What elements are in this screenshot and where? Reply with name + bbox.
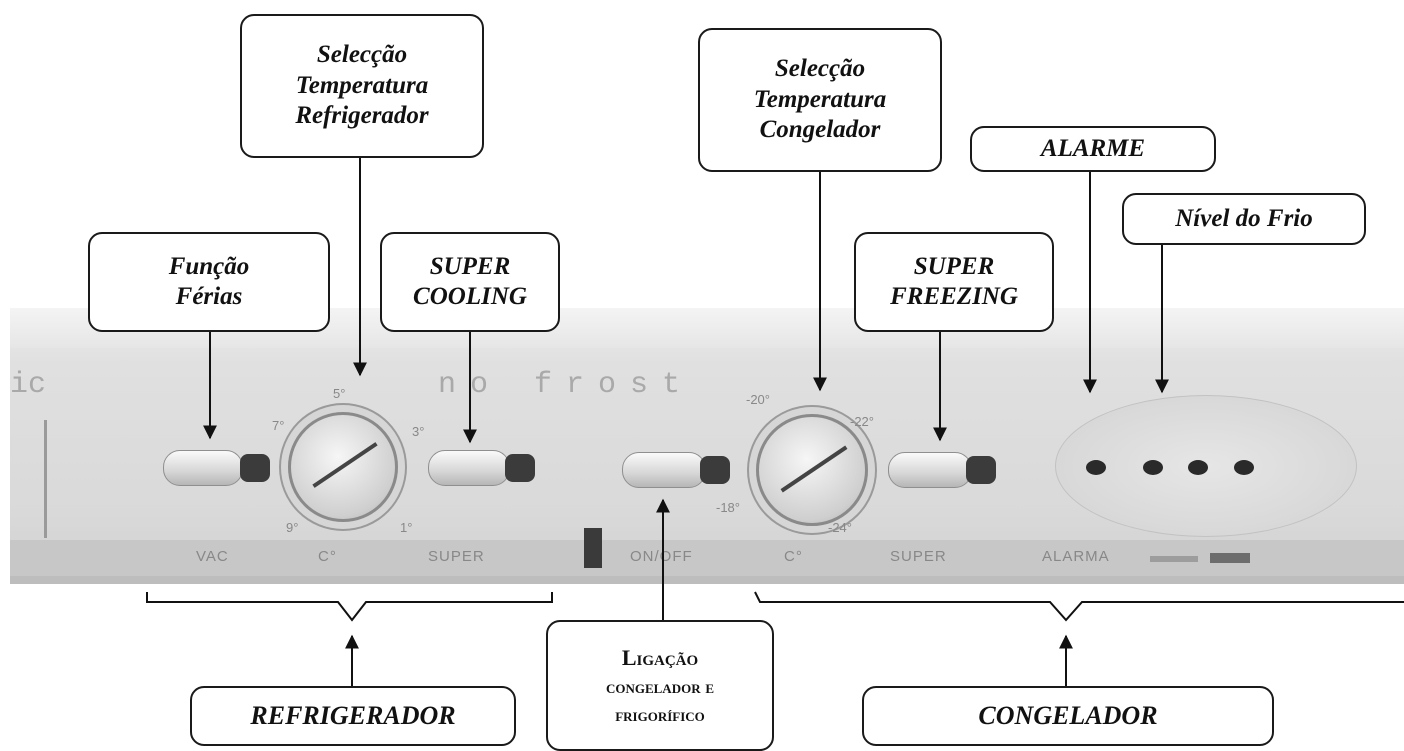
bracket-congelador bbox=[754, 591, 1404, 622]
callout-ligacao-line3: frigorífico bbox=[615, 705, 705, 726]
brand-fragment: ic bbox=[10, 368, 47, 402]
label-alarm: ALARMA bbox=[1042, 548, 1110, 565]
callout-alarme-text: ALARME bbox=[1040, 134, 1146, 162]
onoff-button-end bbox=[700, 456, 730, 484]
callout-super-cooling-line2: COOLING bbox=[413, 283, 527, 310]
alarm-led bbox=[1086, 460, 1106, 475]
callout-ferias-line1: Função bbox=[168, 252, 250, 280]
label-onoff: ON/OFF bbox=[630, 548, 693, 565]
label-super-freezer: SUPER bbox=[890, 548, 947, 565]
callout-temp-fridge: Selecção Temperatura Refrigerador bbox=[240, 14, 484, 158]
bracket-refrigerador bbox=[146, 592, 553, 622]
label-super-fridge: SUPER bbox=[428, 548, 485, 565]
fridge-dial-mark-bottom-right: 1° bbox=[400, 520, 413, 535]
super-cooling-button[interactable] bbox=[428, 450, 510, 486]
callout-temp-freezer: Selecção Temperatura Congelador bbox=[698, 28, 942, 172]
callout-temp-freezer-line1: Selecção bbox=[774, 55, 866, 83]
callout-temp-fridge-line3: Refrigerador bbox=[295, 102, 429, 130]
callout-congelador: CONGELADOR bbox=[862, 686, 1274, 746]
callout-alarme: ALARME bbox=[970, 126, 1216, 172]
fridge-dial-mark-left: 7° bbox=[272, 418, 285, 433]
cold-level-led-1 bbox=[1143, 460, 1163, 475]
callout-temp-freezer-line3: Congelador bbox=[759, 116, 881, 144]
power-indicator bbox=[584, 528, 602, 568]
callout-refrigerador: REFRIGERADOR bbox=[190, 686, 516, 746]
fridge-dial-mark-right: 3° bbox=[412, 424, 425, 439]
fridge-dial-mark-bottom-left: 9° bbox=[286, 520, 299, 535]
callout-refrigerador-text: REFRIGERADOR bbox=[250, 701, 456, 731]
callout-congelador-text: CONGELADOR bbox=[978, 701, 1158, 731]
callout-super-cooling-line1: SUPER bbox=[429, 252, 511, 280]
ferias-button-end bbox=[240, 454, 270, 482]
label-temp-fridge: C° bbox=[318, 548, 337, 565]
onoff-button[interactable] bbox=[622, 452, 706, 488]
callout-super-freezing-line2: FREEZING bbox=[890, 283, 1018, 310]
label-temp-freezer: C° bbox=[784, 548, 803, 565]
freezer-dial-mark-top-left: -20° bbox=[746, 392, 770, 407]
super-cooling-button-end bbox=[505, 454, 535, 482]
cold-level-led-3 bbox=[1234, 460, 1254, 475]
level-scale-b bbox=[1210, 553, 1250, 563]
ferias-button[interactable] bbox=[163, 450, 243, 486]
label-vac: VAC bbox=[196, 548, 229, 565]
super-freezing-button-end bbox=[966, 456, 996, 484]
callout-ligacao-line2: congelador e bbox=[605, 676, 715, 698]
freezer-dial-mark-right: -22° bbox=[850, 414, 874, 429]
cold-level-led-2 bbox=[1188, 460, 1208, 475]
panel-divider bbox=[44, 420, 47, 538]
callout-super-cooling: SUPER COOLING bbox=[380, 232, 560, 332]
callout-temp-freezer-line2: Temperatura bbox=[753, 85, 887, 113]
fridge-temp-dial[interactable] bbox=[288, 412, 398, 522]
callout-ligacao: Ligação congelador e frigorífico bbox=[546, 620, 774, 751]
freezer-temp-dial[interactable] bbox=[756, 414, 868, 526]
fridge-dial-mark-top: 5° bbox=[333, 386, 346, 401]
callout-temp-fridge-line1: Selecção bbox=[316, 41, 408, 69]
callout-ferias-line2: Férias bbox=[175, 283, 243, 310]
freezer-dial-mark-left: -18° bbox=[716, 500, 740, 515]
level-scale-a bbox=[1150, 556, 1198, 562]
panel-bottom-edge bbox=[10, 576, 1404, 584]
callout-super-freezing-line1: SUPER bbox=[913, 252, 995, 280]
callout-temp-fridge-line2: Temperatura bbox=[295, 71, 429, 99]
callout-ferias: Função Férias bbox=[88, 232, 330, 332]
freezer-dial-mark-bottom-right: -24° bbox=[828, 520, 852, 535]
super-freezing-button[interactable] bbox=[888, 452, 972, 488]
brand-no-frost: no frost bbox=[438, 368, 695, 402]
callout-ligacao-line1: Ligação bbox=[621, 644, 699, 670]
callout-nivel-frio: Nível do Frio bbox=[1122, 193, 1366, 245]
callout-nivel-frio-text: Nível do Frio bbox=[1175, 204, 1313, 232]
callout-super-freezing: SUPER FREEZING bbox=[854, 232, 1054, 332]
